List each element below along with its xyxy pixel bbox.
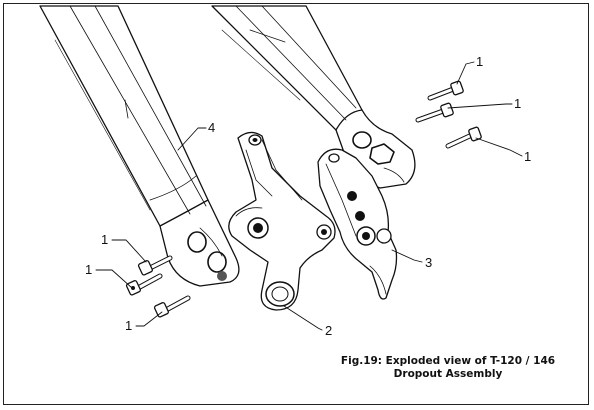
callout-bolt-top-1: 1 — [476, 54, 484, 69]
callout-bolt-left-3: 1 — [125, 318, 133, 333]
callout-bolt-left-2: 1 — [85, 262, 93, 277]
dropout-plate — [317, 148, 398, 300]
bolt-top-1 — [427, 80, 464, 101]
right-fork-leg — [211, 5, 416, 189]
bolt-left-1 — [137, 255, 173, 276]
caption-line-2: Dropout Assembly — [393, 368, 503, 380]
callout-bolt-left-1: 1 — [101, 232, 109, 247]
bolt-left-3 — [153, 295, 191, 318]
callout-fork-leg: 4 — [208, 120, 216, 135]
dropout-hanger — [228, 131, 336, 311]
callout-bolt-top-2: 1 — [514, 96, 522, 111]
bolt-left-2 — [125, 273, 163, 296]
bolt-top-2 — [415, 102, 454, 123]
callout-dropout-plate: 3 — [425, 255, 433, 270]
leader-lines — [95, 61, 523, 331]
callout-bolt-top-3: 1 — [524, 149, 532, 164]
caption-line-1: Fig.19: Exploded view of T-120 / 146 — [340, 355, 556, 367]
figure-caption: Fig.19: Exploded view of T-120 / 146 Dro… — [318, 355, 578, 381]
callout-hanger: 2 — [325, 323, 333, 338]
left-fork-leg — [39, 5, 240, 287]
bolt-top-3 — [445, 126, 482, 149]
